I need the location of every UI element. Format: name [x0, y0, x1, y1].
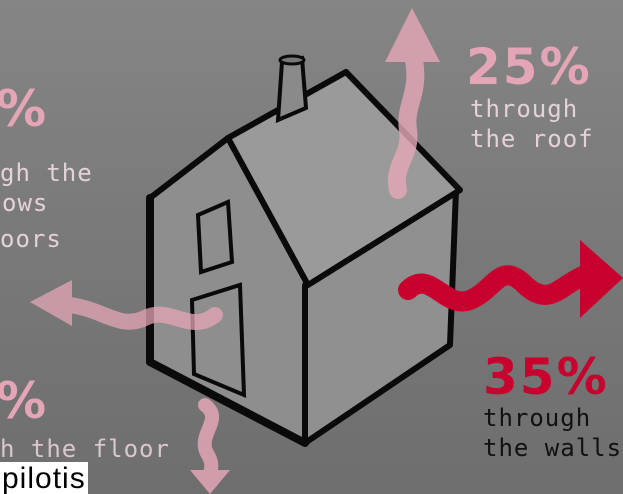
roof-line2: the roof	[470, 125, 594, 153]
walls-percent: 35%	[483, 348, 609, 406]
caption-text: pilotis	[0, 462, 88, 494]
windows-percent: %	[0, 80, 49, 138]
walls-line2: the walls	[483, 434, 623, 462]
chimney-icon	[275, 54, 309, 124]
arrow-right-walls-icon	[398, 240, 623, 318]
roof-line1: through	[470, 95, 579, 123]
arrow-up-roof-icon	[385, 8, 440, 199]
arrow-left-windows-icon	[30, 280, 223, 331]
door-icon	[189, 282, 247, 399]
windows-line3: oors	[0, 225, 62, 253]
roof-percent: 25%	[466, 38, 592, 96]
floor-line1: h the floor	[0, 435, 170, 463]
walls-line1: through	[483, 404, 592, 432]
arrow-down-floor-icon	[190, 398, 230, 494]
windows-line1: gh the	[0, 159, 93, 187]
floor-percent: %	[0, 372, 49, 430]
windows-line2: ows	[2, 189, 49, 217]
window-icon	[195, 199, 235, 275]
